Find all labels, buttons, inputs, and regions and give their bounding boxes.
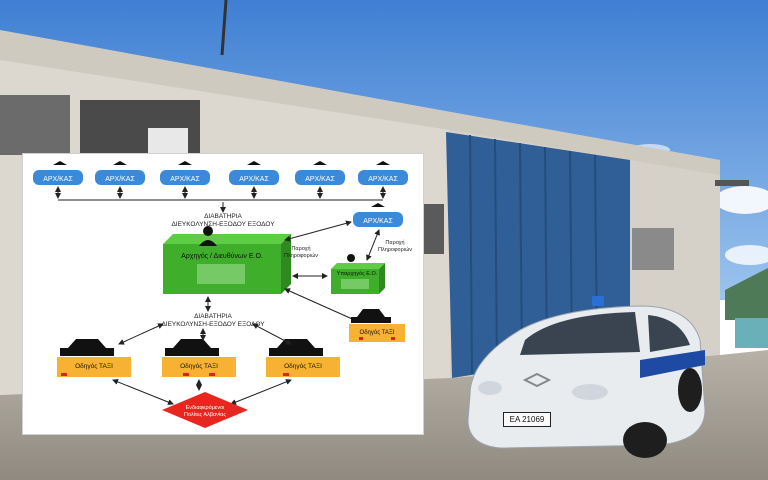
top-node: ΑΡΧ/ΚΑΣ: [295, 161, 345, 185]
svg-text:Ενδιαφερόμενοι: Ενδιαφερόμενοι: [186, 404, 226, 411]
info-right-line2: Πληροφοριών: [378, 246, 412, 253]
top-connectors: [55, 186, 386, 213]
network-diagram-panel: ΑΡΧ/ΚΑΣ ΑΡΧ/ΚΑΣ ΑΡΧ/ΚΑΣ ΑΡΧ/ΚΑΣ ΑΡΧ/ΚΑΣ …: [22, 153, 424, 435]
taxi-connectors: [112, 323, 292, 405]
svg-text:ΑΡΧ/ΚΑΣ: ΑΡΧ/ΚΑΣ: [239, 176, 269, 183]
cloud: [715, 186, 768, 214]
svg-text:ΑΡΧ/ΚΑΣ: ΑΡΧ/ΚΑΣ: [105, 176, 135, 183]
main-box: Αρχηγός / Διευθύνων Ε.Ο.: [163, 226, 291, 294]
top-label-line1: ΔΙΑΒΑΤΗΡΙΑ: [204, 213, 242, 220]
svg-text:Πολίτες Αλβανίας: Πολίτες Αλβανίας: [184, 412, 226, 418]
lamp: [715, 180, 749, 186]
top-label-line2: ΔΙΕΥΚΟΛΥΝΣΗ-ΕΞΟΔΟΥ ΕΞΟΔΟΥ: [171, 221, 275, 228]
cloud: [725, 245, 768, 265]
svg-text:Οδηγός ΤΑΞΙ: Οδηγός ΤΑΞΙ: [360, 329, 395, 336]
svg-text:Αρχηγός / Διευθύνων Ε.Ο.: Αρχηγός / Διευθύνων Ε.Ο.: [181, 252, 263, 260]
side-window: [422, 204, 444, 254]
side-window: [632, 228, 674, 270]
top-node: ΑΡΧ/ΚΑΣ: [95, 161, 145, 185]
ac-unit: [148, 128, 188, 156]
svg-text:Οδηγός ΤΑΞΙ: Οδηγός ΤΑΞΙ: [284, 362, 322, 370]
mid-label-line2: ΔΙΕΥΚΟΛΥΝΣΗ-ΕΞΟΔΟΥ ΕΞΟΔΟΥ: [161, 321, 265, 328]
fence: [735, 318, 768, 348]
top-node: ΑΡΧ/ΚΑΣ: [358, 161, 408, 185]
svg-text:Υπαρχηγός Ε.Ο.: Υπαρχηγός Ε.Ο.: [337, 270, 378, 277]
taxi: Οδηγός ΤΑΞΙ: [57, 339, 131, 377]
svg-text:Οδηγός ΤΑΞΙ: Οδηγός ΤΑΞΙ: [75, 362, 113, 370]
taxi-right: Οδηγός ΤΑΞΙ: [349, 309, 405, 342]
svg-text:ΑΡΧ/ΚΑΣ: ΑΡΧ/ΚΑΣ: [363, 218, 393, 225]
box-connectors: [205, 220, 380, 323]
svg-text:ΑΡΧ/ΚΑΣ: ΑΡΧ/ΚΑΣ: [170, 176, 200, 183]
info-left-line1: Παροχή: [291, 245, 310, 252]
vent-window: [0, 95, 70, 155]
citizens-diamond: Ενδιαφερόμενοι Πολίτες Αλβανίας: [162, 392, 248, 428]
top-node: ΑΡΧ/ΚΑΣ: [33, 161, 83, 185]
svg-text:ΑΡΧ/ΚΑΣ: ΑΡΧ/ΚΑΣ: [43, 176, 73, 183]
lamp-pole: [220, 0, 228, 56]
license-plate: ΕΑ 21069: [503, 412, 551, 427]
svg-text:ΑΡΧ/ΚΑΣ: ΑΡΧ/ΚΑΣ: [368, 176, 398, 183]
info-right-line1: Παροχή: [385, 239, 404, 246]
mid-label-line1: ΔΙΑΒΑΤΗΡΙΑ: [194, 313, 232, 320]
svg-text:ΑΡΧ/ΚΑΣ: ΑΡΧ/ΚΑΣ: [305, 176, 335, 183]
info-left-line2: Πληροφοριών: [284, 252, 318, 259]
right-node: ΑΡΧ/ΚΑΣ: [353, 203, 403, 227]
hills: [725, 268, 768, 320]
svg-text:Οδηγός ΤΑΞΙ: Οδηγός ΤΑΞΙ: [180, 362, 218, 370]
taxi: Οδηγός ΤΑΞΙ: [162, 339, 236, 377]
taxi: Οδηγός ΤΑΞΙ: [266, 339, 340, 377]
top-node: ΑΡΧ/ΚΑΣ: [160, 161, 210, 185]
network-diagram: ΑΡΧ/ΚΑΣ ΑΡΧ/ΚΑΣ ΑΡΧ/ΚΑΣ ΑΡΧ/ΚΑΣ ΑΡΧ/ΚΑΣ …: [33, 161, 412, 428]
side-box: Υπαρχηγός Ε.Ο.: [331, 254, 385, 294]
top-node: ΑΡΧ/ΚΑΣ: [229, 161, 279, 185]
